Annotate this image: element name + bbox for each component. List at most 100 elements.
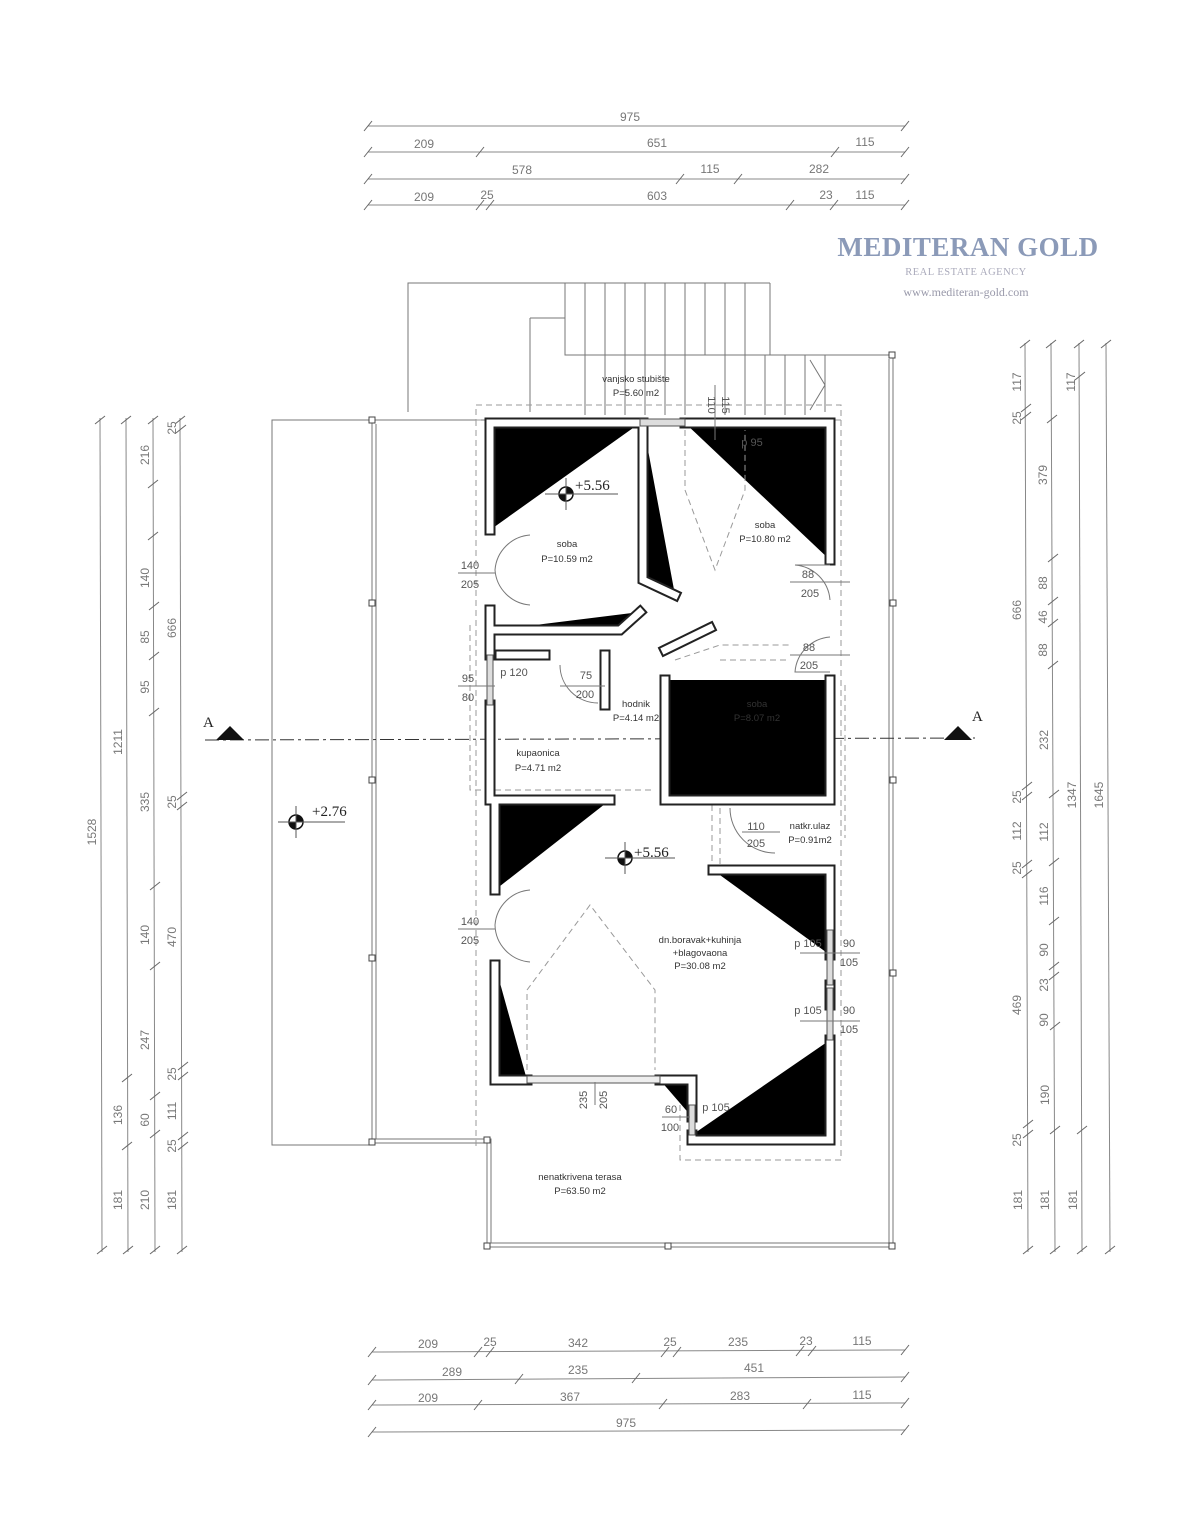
- section-line-a: A A: [203, 709, 983, 741]
- section-label-right: A: [972, 709, 983, 725]
- dim-label: 666: [165, 618, 179, 638]
- dim-label: 23: [1037, 978, 1051, 992]
- dim-label: 367: [560, 1390, 580, 1404]
- dim-label: 469: [1010, 995, 1024, 1015]
- level-markers: +5.56 +2.76 +5.56: [278, 478, 675, 874]
- room-area: P=10.80 m2: [739, 534, 791, 545]
- dim-label: 335: [138, 792, 152, 812]
- room-name: natkr.ulaz: [790, 821, 831, 832]
- opening-label: 80: [462, 692, 474, 704]
- roof-overhang-dashed: [469, 420, 846, 1161]
- level-marker-icon: [278, 806, 345, 838]
- dim-label: 90: [1037, 943, 1051, 957]
- dim-label: 25: [165, 1139, 179, 1153]
- section-marker-right-icon: [944, 726, 972, 740]
- dim-label: 115: [852, 1334, 871, 1348]
- dim-label: 115: [700, 162, 719, 176]
- dim-label: 25: [663, 1335, 677, 1349]
- dim-label: 209: [414, 137, 434, 151]
- opening-label: 205: [801, 588, 819, 600]
- dim-label: 25: [480, 188, 494, 202]
- dim-label: 115: [855, 188, 874, 202]
- room-name: vanjsko stubište: [602, 374, 670, 385]
- dim-label: 666: [1010, 600, 1024, 620]
- room-area: P=5.60 m2: [613, 388, 659, 399]
- opening-label: 110: [747, 821, 765, 833]
- dim-label: 112: [1037, 822, 1051, 841]
- opening-label: 205: [461, 579, 479, 591]
- opening-label: 235: [578, 1091, 590, 1109]
- dim-label: 23: [799, 1334, 813, 1348]
- dimension-chains-right: 117 25 666 25 112 25 469 25 181 379 88 4…: [1010, 339, 1116, 1255]
- opening-label: 205: [461, 935, 479, 947]
- opening-label: 100: [661, 1122, 679, 1134]
- dim-label: 209: [418, 1337, 438, 1351]
- level-marker-icon: [605, 842, 675, 874]
- opening-label: p 105: [794, 1005, 822, 1017]
- walls: [487, 419, 833, 1140]
- dim-label: 88: [1036, 643, 1050, 657]
- dim-label: 25: [1010, 861, 1024, 875]
- dim-label: 136: [111, 1105, 125, 1125]
- dim-label: 140: [138, 568, 152, 588]
- dim-label: 651: [647, 136, 667, 150]
- opening-label: 88: [803, 642, 815, 654]
- level-label: +2.76: [312, 804, 347, 820]
- room-area: P=8.07 m2: [734, 713, 780, 724]
- opening-label: 140: [461, 560, 479, 572]
- dim-label: 975: [616, 1416, 636, 1430]
- dim-label: 283: [730, 1389, 750, 1403]
- room-area: P=30.08 m2: [674, 961, 726, 972]
- door-swings: [494, 430, 831, 1070]
- room-name: kupaonica: [516, 748, 560, 759]
- dim-label: 116: [1037, 886, 1051, 905]
- dim-label: 181: [111, 1190, 125, 1210]
- dim-label: 95: [138, 680, 152, 694]
- room-area: P=10.59 m2: [541, 554, 593, 565]
- dim-label: 282: [809, 162, 829, 176]
- opening-label: 88: [802, 569, 814, 581]
- room-name: soba: [747, 699, 768, 710]
- dim-label: 25: [165, 1067, 179, 1081]
- dim-label: 25: [1010, 790, 1024, 804]
- dim-label: 603: [647, 189, 667, 203]
- room-area: P=63.50 m2: [554, 1186, 606, 1197]
- dimension-chains-top: 975 209 651 115 578 115 282 209 25 603 2…: [363, 110, 910, 211]
- dim-label: 111: [165, 1102, 179, 1121]
- logo-tagline: REAL ESTATE AGENCY: [905, 267, 1027, 278]
- dim-label: 232: [1037, 730, 1051, 750]
- level-label: +5.56: [634, 845, 669, 861]
- opening-label: 115: [719, 396, 731, 414]
- dimension-chains-bottom: 209 25 342 25 235 23 115 289 235 451 209…: [367, 1334, 910, 1438]
- dim-label: 379: [1036, 465, 1050, 485]
- opening-label: 90: [843, 938, 855, 950]
- dim-label: 140: [138, 925, 152, 945]
- dim-label: 216: [138, 445, 152, 465]
- room-area: P=0.91m2: [788, 835, 832, 846]
- dim-label: 235: [728, 1335, 748, 1349]
- terrace-outline: [271, 351, 897, 1250]
- dim-label: 25: [483, 1335, 497, 1349]
- dim-label: 578: [512, 163, 532, 177]
- opening-label: 205: [747, 838, 765, 850]
- dim-label: 1211: [111, 729, 125, 755]
- dim-label: 210: [138, 1190, 152, 1210]
- dim-label: 209: [414, 190, 434, 204]
- dimension-chains-left: 1528 1211 136 181 216 140 85 95 335 140 …: [85, 415, 189, 1255]
- room-name: soba: [755, 520, 776, 531]
- opening-label: 140: [461, 916, 479, 928]
- dim-label: 46: [1036, 610, 1050, 624]
- dim-label: 975: [620, 110, 640, 124]
- dim-label: 190: [1038, 1085, 1052, 1105]
- dim-label: 235: [568, 1363, 588, 1377]
- dim-label: 1347: [1065, 781, 1079, 808]
- room-labels: vanjsko stubište P=5.60 m2 soba P=10.59 …: [515, 374, 832, 1197]
- opening-label: 95: [462, 673, 474, 685]
- room-area: P=4.71 m2: [515, 763, 561, 774]
- agency-logo: MEDITERAN GOLD REAL ESTATE AGENCY www.me…: [837, 232, 1098, 299]
- logo-name: MEDITERAN GOLD: [837, 232, 1098, 262]
- room-name: nenatkrivena terasa: [538, 1172, 622, 1183]
- dim-label: 117: [1064, 372, 1078, 391]
- room-name: +blagovaona: [673, 948, 728, 959]
